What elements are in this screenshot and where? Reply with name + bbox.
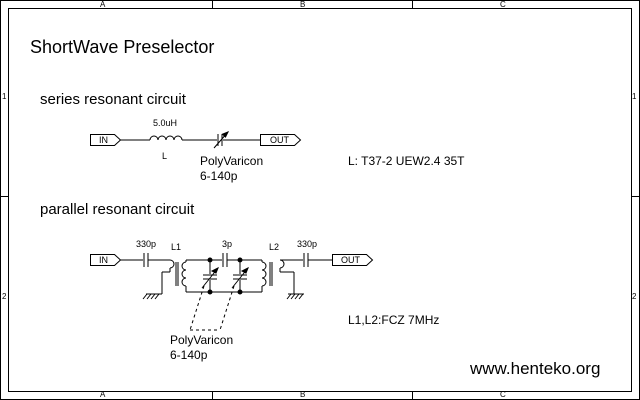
zone-label-top-a: A	[100, 0, 106, 9]
parallel-out-label: OUT	[341, 255, 360, 265]
coupling-capacitor	[222, 253, 228, 267]
zone-label-left-1: 1	[2, 92, 7, 101]
page-title: ShortWave Preselector	[30, 37, 215, 57]
parallel-in-port	[90, 254, 122, 266]
series-out-label: OUT	[270, 135, 289, 145]
series-out-port	[260, 134, 302, 146]
coupling-cap-value: 3p	[222, 239, 233, 249]
output-cap-value: 330p	[297, 239, 318, 249]
ganged-capacitor-linkage	[189, 285, 235, 331]
series-capacitor-name: PolyVaricon	[200, 154, 264, 168]
ground-l1	[142, 292, 163, 300]
zone-label-right-1: 1	[632, 92, 637, 101]
zone-label-top-c: C	[500, 0, 506, 9]
parallel-capacitor-range: 6-140p	[170, 348, 208, 362]
zone-label-bottom-c: C	[500, 390, 506, 399]
series-capacitor-range: 6-140p	[200, 169, 238, 183]
tank-variable-capacitor-2	[231, 260, 249, 292]
parallel-coil-note: L1,L2:FCZ 7MHz	[348, 313, 440, 327]
series-in-port	[90, 134, 122, 146]
zone-label-bottom-a: A	[100, 390, 106, 399]
parallel-heading: parallel resonant circuit	[40, 201, 195, 218]
series-circuit	[90, 131, 302, 149]
parallel-capacitor-name: PolyVaricon	[170, 333, 234, 347]
output-capacitor	[303, 253, 309, 267]
zone-label-bottom-b: B	[300, 390, 306, 399]
series-inductor-ref: L	[162, 151, 168, 161]
zone-label-right-2: 2	[632, 292, 637, 301]
parallel-out-port	[332, 254, 374, 266]
website-link[interactable]: www.henteko.org	[470, 359, 601, 378]
series-in-label: IN	[99, 135, 108, 145]
series-variable-capacitor	[213, 131, 230, 149]
series-inductor-value: 5.0uH	[153, 118, 178, 128]
coil-l2	[261, 259, 303, 292]
coil-l2-ref: L2	[269, 242, 280, 252]
series-heading: series resonant circuit	[40, 91, 186, 108]
zone-label-left-2: 2	[2, 292, 7, 301]
input-cap-value: 330p	[136, 239, 157, 249]
zone-label-top-b: B	[300, 0, 306, 9]
coil-l1-ref: L1	[171, 242, 182, 252]
tank-variable-capacitor-1	[201, 260, 219, 292]
parallel-in-label: IN	[99, 255, 108, 265]
input-capacitor	[143, 253, 149, 267]
ground-l2	[286, 292, 304, 300]
coil-l1	[161, 259, 210, 293]
parallel-circuit	[90, 253, 374, 331]
series-coil-note: L: T37-2 UEW2.4 35T	[348, 154, 465, 168]
series-inductor	[149, 135, 183, 141]
